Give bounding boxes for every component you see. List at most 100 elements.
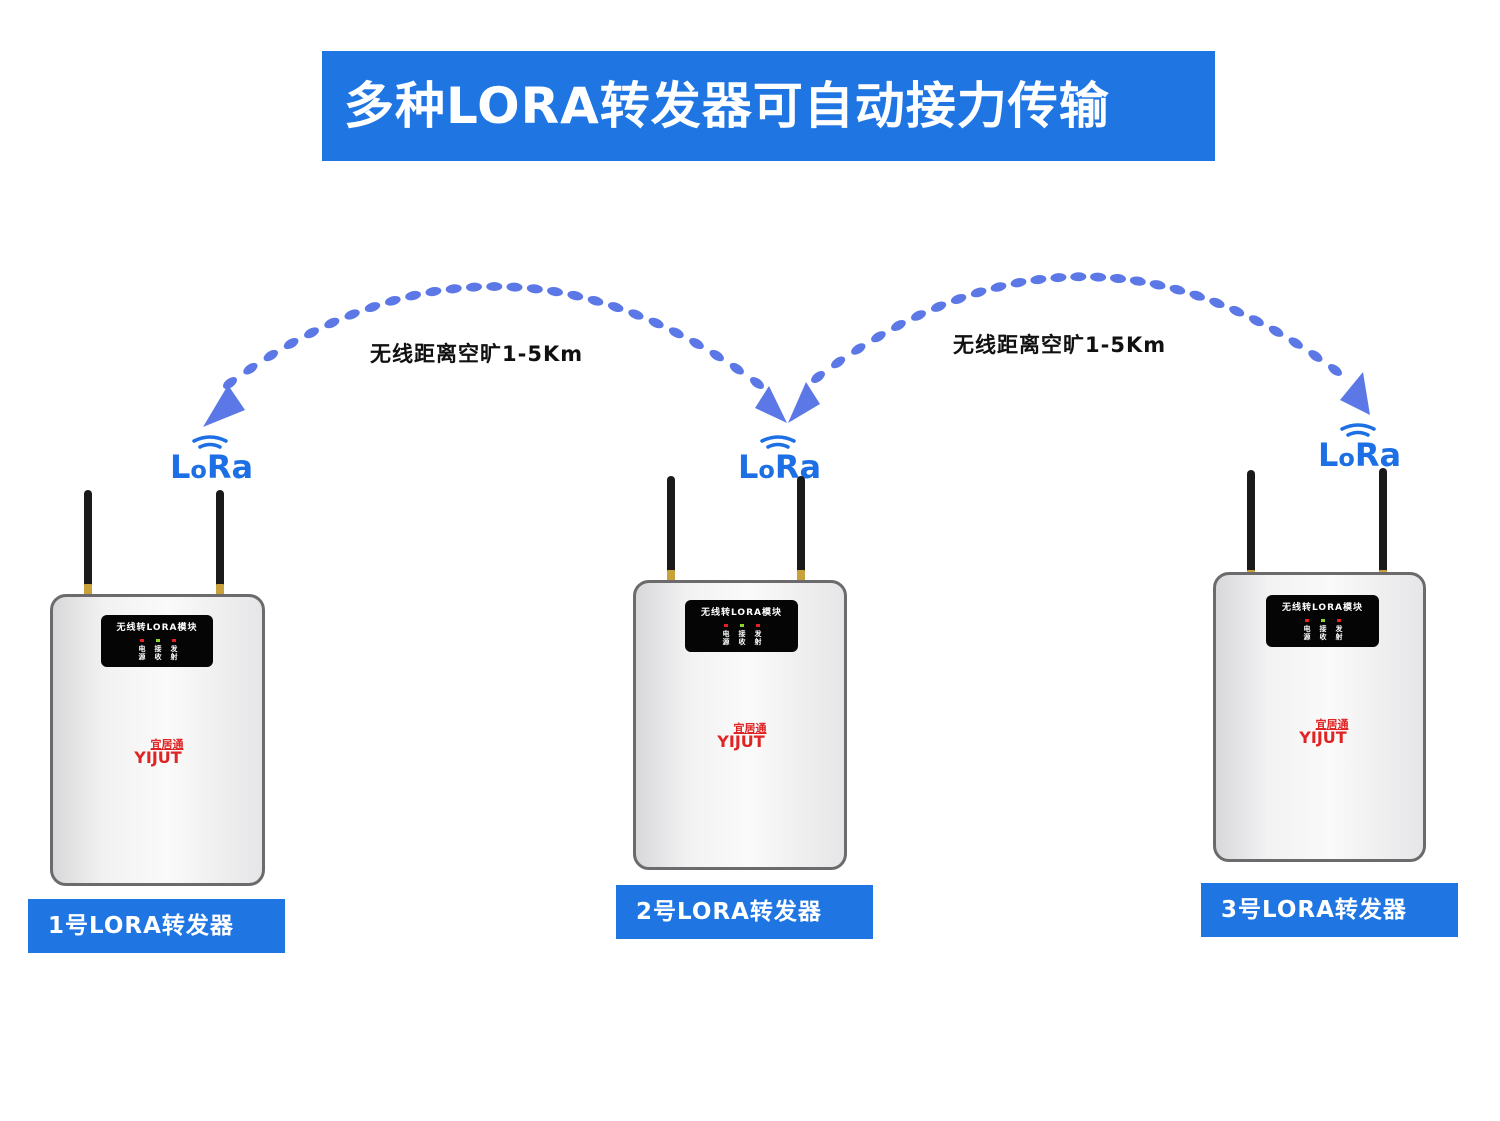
- lora-wordmark: LoRa: [170, 448, 254, 486]
- brand-logo: 宜居通 YIJUT: [1292, 719, 1354, 747]
- arc-dot: [1229, 305, 1245, 317]
- power-label: 电源: [1303, 625, 1311, 641]
- device-caption-1: 1号LORA转发器: [28, 899, 285, 953]
- arc-dot: [1288, 337, 1303, 349]
- brand-en: YIJUT: [134, 748, 182, 767]
- arc-dot: [567, 290, 584, 301]
- arrowhead-to-device1: [203, 385, 245, 427]
- antenna-connector: [797, 570, 805, 582]
- arc-dot: [851, 343, 866, 355]
- receive-label: 接收: [1319, 625, 1327, 641]
- power-label: 电源: [722, 630, 730, 646]
- arc-dot: [729, 362, 744, 375]
- status-panel: 无线转LORA模块 电源 接收 发射: [101, 615, 213, 667]
- power-led: [724, 624, 728, 627]
- brand-logo: 宜居通 YIJUT: [710, 722, 772, 751]
- arc-dot: [709, 349, 724, 362]
- arc-dot: [1010, 278, 1027, 288]
- brand-cn: 宜居通: [733, 722, 767, 735]
- arc-dot: [931, 301, 947, 312]
- device-caption-2: 2号LORA转发器: [616, 885, 873, 939]
- antenna-right: [216, 490, 224, 586]
- arc-dot: [445, 284, 462, 294]
- arc-dot: [1129, 276, 1146, 286]
- arc-dot: [486, 282, 503, 291]
- arc-dot: [283, 338, 299, 350]
- antenna-connector: [216, 584, 224, 596]
- arc-dot: [324, 317, 340, 329]
- arc-dot: [628, 309, 644, 320]
- brand-en: YIJUT: [1299, 728, 1347, 747]
- arc-dot: [304, 327, 319, 339]
- receive-led: [1321, 619, 1325, 622]
- arc-dot: [1090, 272, 1107, 282]
- brand-logo: 宜居通 YIJUT: [127, 738, 189, 767]
- arc-dot: [1149, 280, 1166, 290]
- arc-dot: [970, 287, 987, 298]
- arc-dot: [263, 349, 279, 362]
- lora-logo-1: LoRa: [170, 432, 262, 488]
- transmit-label: 发射: [754, 630, 762, 646]
- status-panel: 无线转LORA模块 电源 接收 发射: [1266, 595, 1379, 647]
- arc-label-1: 无线距离空旷1-5Km: [370, 342, 584, 366]
- arc-dot: [1050, 273, 1067, 283]
- antenna-left: [1247, 470, 1255, 574]
- power-led: [140, 639, 144, 642]
- panel-title: 无线转LORA模块: [1282, 603, 1363, 613]
- arc-dot: [385, 295, 401, 306]
- transmit-label: 发射: [170, 645, 178, 661]
- arc-dot: [243, 362, 258, 375]
- arrowhead-to-device3: [1340, 372, 1370, 415]
- device-case: 无线转LORA模块 电源 接收 发射 宜居通 YIJUT: [633, 580, 847, 870]
- arrowhead-to-device2-left: [755, 386, 787, 423]
- wireless-signal-icon: [192, 435, 228, 449]
- arc-dot: [1209, 297, 1225, 309]
- arrowhead-to-device2-right: [788, 382, 820, 423]
- arc-dot: [405, 290, 421, 301]
- arc-dot: [1248, 315, 1264, 327]
- brand-cn: 宜居通: [150, 738, 184, 751]
- receive-led: [156, 639, 160, 642]
- lora-logo-3: LoRa: [1318, 420, 1410, 476]
- arc-dot: [607, 302, 624, 313]
- arc-dot: [1328, 364, 1342, 376]
- arc-dot: [1110, 273, 1126, 284]
- arc-dot: [668, 327, 684, 339]
- arc-dot: [911, 310, 926, 321]
- arc-dot: [990, 282, 1007, 292]
- wireless-signal-icon: [1340, 423, 1376, 437]
- antenna-left: [667, 476, 675, 572]
- arc-dot: [1308, 350, 1323, 362]
- device-caption-3: 3号LORA转发器: [1201, 883, 1458, 937]
- title-banner: 多种LORA转发器可自动接力传输: [322, 51, 1215, 161]
- arc-dot: [547, 286, 563, 297]
- arc-dot: [1268, 325, 1284, 337]
- arc-dot: [871, 331, 886, 343]
- antenna-connector: [84, 584, 92, 596]
- panel-title: 无线转LORA模块: [701, 608, 782, 618]
- antenna-left: [84, 490, 92, 586]
- transmit-led: [1337, 619, 1341, 622]
- arc-dot: [364, 302, 381, 313]
- device-case: 无线转LORA模块 电源 接收 发射 宜居通 YIJUT: [50, 594, 265, 886]
- lora-repeater-1: 无线转LORA模块 电源 接收 发射 宜居通 YIJUT: [50, 490, 265, 886]
- arc-label-2: 无线距离空旷1-5Km: [953, 333, 1167, 357]
- brand-en: YIJUT: [717, 732, 765, 751]
- receive-label: 接收: [154, 645, 162, 661]
- arc-dot: [750, 377, 764, 389]
- lora-wordmark: LoRa: [1318, 436, 1402, 474]
- arc-dot: [526, 284, 543, 294]
- arc-dot: [811, 370, 825, 384]
- lora-repeater-2: 无线转LORA模块 电源 接收 发射 宜居通 YIJUT: [633, 476, 848, 872]
- transmit-label: 发射: [1335, 625, 1343, 641]
- receive-led: [740, 624, 744, 627]
- antenna-right: [1379, 468, 1387, 574]
- status-panel: 无线转LORA模块 电源 接收 发射: [685, 600, 798, 652]
- lora-repeater-3: 无线转LORA模块 电源 接收 发射 宜居通 YIJUT: [1213, 468, 1428, 864]
- arc-dot: [1189, 290, 1205, 301]
- transmit-led: [172, 639, 176, 642]
- arc-dot: [1030, 275, 1047, 285]
- power-label: 电源: [138, 645, 146, 661]
- power-led: [1305, 619, 1309, 622]
- arc-dot: [648, 317, 664, 329]
